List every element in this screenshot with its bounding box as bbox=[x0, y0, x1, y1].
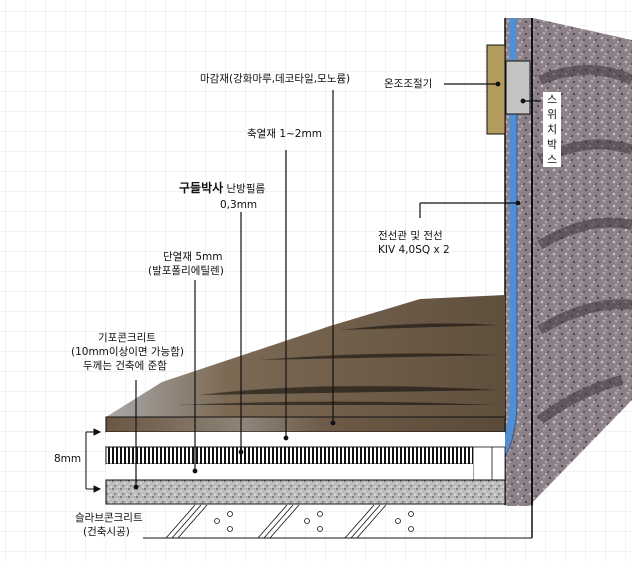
insulation-layer bbox=[106, 464, 473, 482]
finish-floor-front bbox=[105, 416, 506, 433]
switch-box bbox=[505, 60, 531, 115]
leader-lines bbox=[133, 81, 541, 490]
label-insulation-line2: (발포폴리에틸렌) bbox=[148, 265, 224, 277]
label-conduit-line1: 전선관 및 전선 bbox=[378, 230, 443, 242]
film-name: 난방필름 bbox=[226, 183, 266, 195]
label-slab-line1: 슬라브콘크리트 bbox=[75, 512, 143, 524]
heating-film bbox=[105, 446, 474, 465]
label-foam-concrete-line3: 두께는 건축에 준함 bbox=[83, 360, 167, 372]
label-thermostat: 온조조절기 bbox=[384, 78, 433, 90]
label-slab-line2: (건축시공) bbox=[83, 526, 130, 538]
label-insulation-line1: 단열재 5mm bbox=[163, 251, 223, 263]
label-dimension: 8mm bbox=[54, 453, 82, 465]
label-conduit-line2: KIV 4,0SQ x 2 bbox=[378, 244, 450, 256]
brand-name: 구들박사 bbox=[179, 181, 224, 195]
label-heating-film: 구들박사 난방필름 bbox=[179, 182, 265, 196]
label-finish: 마감재(강화마루,데코타일,모노륨) bbox=[200, 73, 351, 85]
label-foam-concrete-line2: (10mm이상이면 가능함) bbox=[71, 346, 184, 358]
thermostat bbox=[486, 44, 506, 135]
label-heat-storage: 축열재 1~2mm bbox=[247, 128, 322, 140]
slab-rebar-hatch bbox=[165, 504, 387, 539]
slab-aggregate bbox=[214, 511, 414, 532]
label-film-thickness: 0,3mm bbox=[220, 199, 258, 211]
label-switch-box: 스 위 치 박 스 bbox=[543, 92, 561, 167]
foam-concrete bbox=[105, 479, 506, 505]
dimension-8mm-bracket bbox=[85, 428, 102, 493]
label-foam-concrete-line1: 기포콘크리트 bbox=[98, 332, 156, 344]
